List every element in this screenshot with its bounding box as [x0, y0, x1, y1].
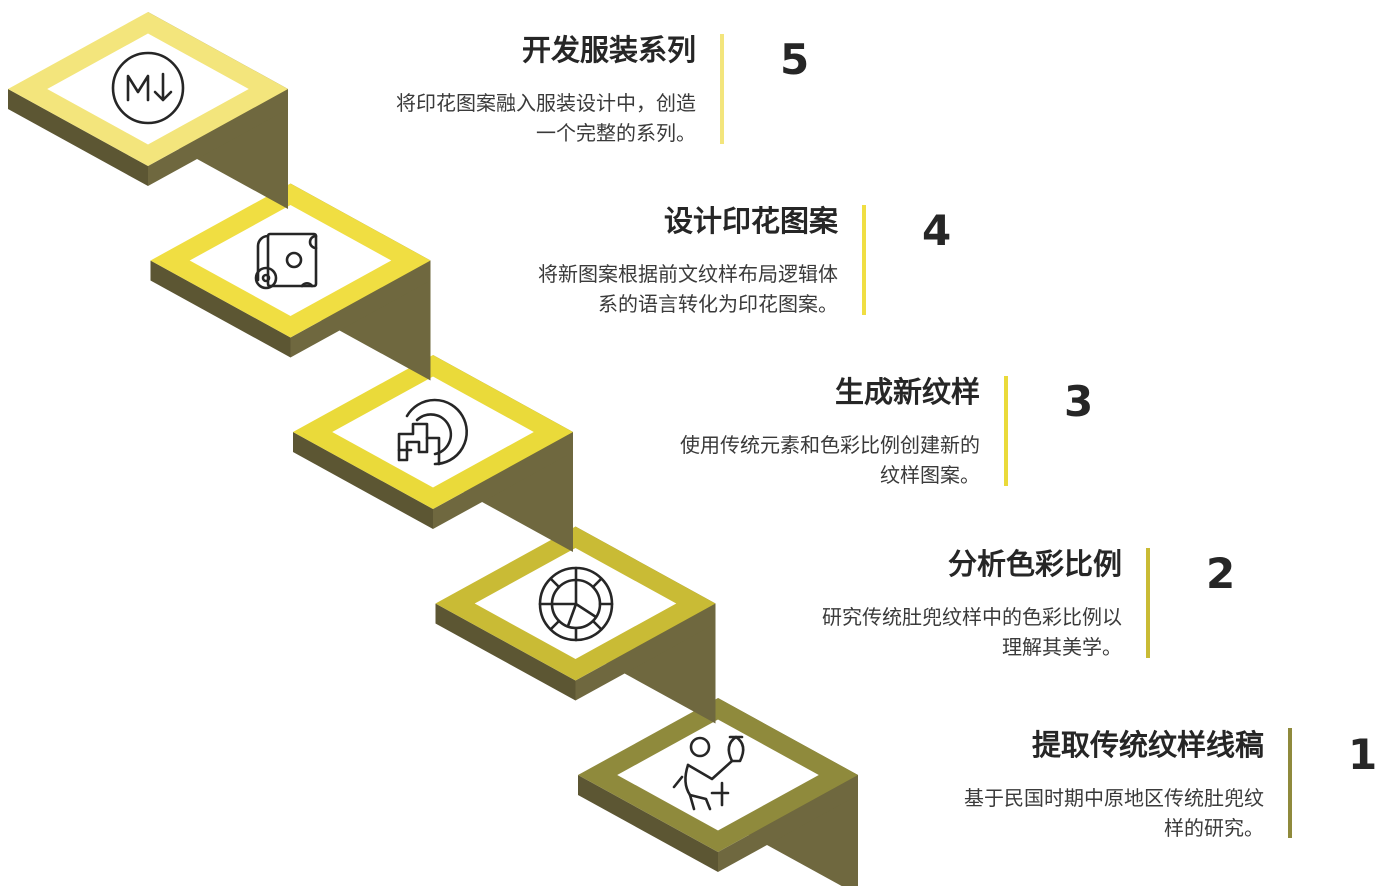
step-4-description-line-2: 系的语言转化为印花图案。 [598, 292, 838, 316]
step-3-number: 3 [1064, 377, 1094, 426]
step-2-description-line-2: 理解其美学。 [1002, 635, 1122, 659]
step-5-description-line-1: 将印花图案融入服装设计中，创造 [396, 91, 696, 115]
step-3-panel [332, 376, 534, 488]
step-5-title: 开发服装系列 [521, 33, 696, 67]
markdown-icon [111, 51, 185, 125]
step-1-number: 1 [1348, 730, 1376, 779]
step-1-slab-left [578, 775, 718, 872]
step-2-block [435, 526, 716, 724]
step-3-description-line-1: 使用传统元素和色彩比例创建新的 [680, 433, 980, 457]
step-4-slab-left [150, 260, 291, 358]
step-3-description-line-2: 纹样图案。 [880, 463, 980, 487]
step-5-number: 5 [780, 35, 810, 84]
pattern-swirl-icon [397, 398, 469, 466]
step-3-title: 生成新纹样 [834, 375, 980, 409]
step-4-panel [189, 205, 392, 316]
step-4-title: 设计印花图案 [663, 204, 838, 238]
step-3-block [293, 355, 573, 552]
step-5-slab-right [148, 89, 288, 186]
pie-chart-icon [538, 566, 614, 642]
step-5-accent-bar [720, 34, 724, 144]
step-3-slab-right [433, 432, 573, 529]
step-5-description-line-2: 一个完整的系列。 [536, 121, 696, 145]
fabric-roll-icon [254, 232, 318, 290]
step-1-description-line-2: 样的研究。 [1164, 816, 1264, 840]
step-5-block [8, 12, 288, 209]
step-2-slab-left [435, 603, 576, 701]
step-4-description-line-1: 将新图案根据前文纹样布局逻辑体 [538, 262, 838, 286]
step-1-description-line-1: 基于民国时期中原地区传统肚兜纹 [964, 786, 1264, 810]
person-with-bag-icon [672, 735, 745, 811]
step-2-title: 分析色彩比例 [947, 547, 1122, 581]
step-4-block [150, 183, 431, 381]
step-2-description-line-1: 研究传统肚兜纹样中的色彩比例以 [822, 605, 1122, 629]
step-4-accent-bar [862, 205, 866, 315]
step-2-slab-right [575, 603, 716, 701]
step-5-slab-left [8, 89, 148, 186]
step-4-slab-right [290, 260, 431, 358]
step-4-number: 4 [922, 206, 952, 255]
step-1-slab-right [718, 775, 858, 872]
step-3-slab-left [293, 432, 433, 529]
step-2-accent-bar [1146, 548, 1150, 658]
step-1-title: 提取传统纹样线稿 [1031, 728, 1264, 762]
step-2-number: 2 [1206, 549, 1236, 598]
step-3-accent-bar [1004, 376, 1008, 486]
step-1-accent-bar [1288, 728, 1292, 838]
